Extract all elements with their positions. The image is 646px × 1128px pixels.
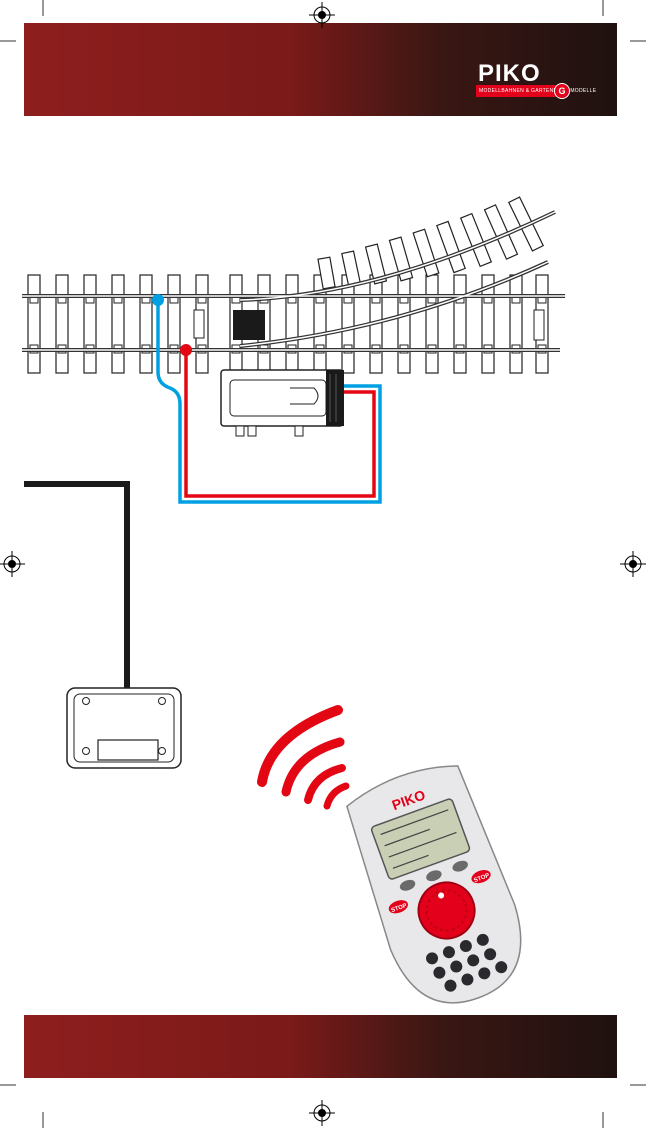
decoder-cable — [24, 484, 127, 690]
red-connector — [180, 344, 192, 356]
handheld-controller: PIKO STOP STOP — [336, 754, 540, 1020]
blue-connector — [152, 294, 164, 306]
receiver-box — [67, 688, 181, 768]
registration-mark-icon — [620, 551, 646, 577]
registration-mark-icon — [309, 2, 335, 28]
point-throw-block — [233, 310, 265, 340]
signal-waves-icon — [262, 710, 346, 806]
switch-motor — [221, 370, 344, 436]
registration-mark-icon — [309, 1100, 335, 1126]
registration-mark-icon — [0, 551, 25, 577]
track-switch — [22, 197, 565, 373]
